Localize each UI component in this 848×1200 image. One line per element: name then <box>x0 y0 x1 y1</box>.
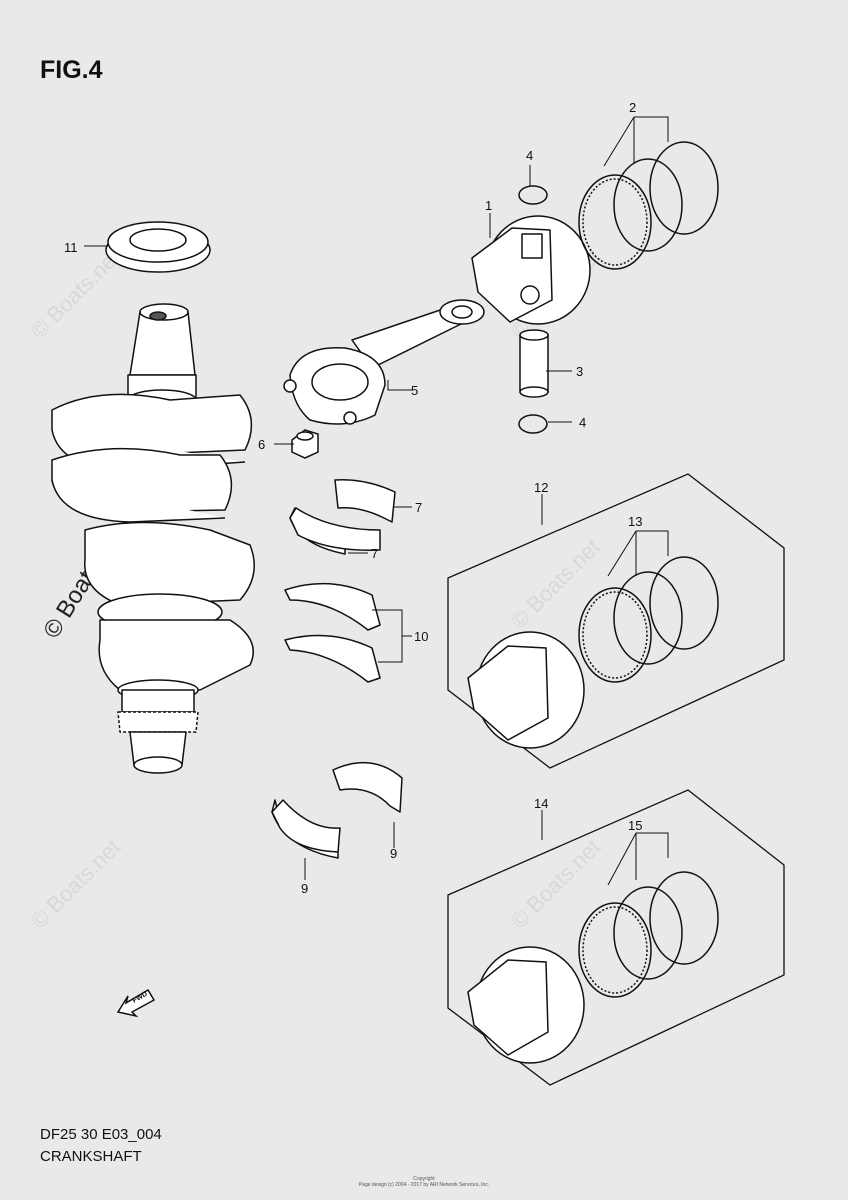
crank-bearing-part <box>289 479 396 555</box>
copyright-line: Page design (c) 2004 - 2017 by ARI Netwo… <box>358 1182 490 1188</box>
callout-7: 7 <box>371 546 378 561</box>
figure-title: FIG.4 <box>40 56 103 84</box>
callout-14: 14 <box>534 796 548 811</box>
piston-kit-box-oversize <box>447 789 785 1086</box>
callout-6: 6 <box>258 437 265 452</box>
diagram-name: CRANKSHAFT <box>40 1148 142 1165</box>
callout-1: 1 <box>485 198 492 213</box>
connecting-rod-part <box>283 299 485 425</box>
callout-4: 4 <box>526 148 533 163</box>
callout-9: 9 <box>390 846 397 861</box>
watermark-text: © Boats.net <box>506 834 605 933</box>
callout-12: 12 <box>534 480 548 495</box>
nut-part <box>291 429 319 459</box>
callout-9: 9 <box>301 881 308 896</box>
piston-part <box>471 215 591 325</box>
main-bearing-part <box>271 761 403 859</box>
callout-7: 7 <box>415 500 422 515</box>
callout-10: 10 <box>414 629 428 644</box>
watermark-text: © Boats.net <box>506 534 605 633</box>
callout-5: 5 <box>411 383 418 398</box>
piston-ring-set-part <box>578 141 719 270</box>
callout-13: 13 <box>628 514 642 529</box>
piston-pin-part <box>519 329 549 398</box>
oil-seal-part <box>105 221 211 273</box>
crankshaft <box>51 303 255 774</box>
callout-2: 2 <box>629 100 636 115</box>
copyright-line: Copyright <box>413 1176 435 1182</box>
circlip-part <box>518 185 548 434</box>
callout-3: 3 <box>576 364 583 379</box>
callout-11: 11 <box>64 240 78 255</box>
callout-15: 15 <box>628 818 642 833</box>
thrust-washer-part <box>284 582 381 683</box>
callout-labels: 11 2 4 1 3 4 5 6 7 7 10 12 13 9 9 14 15 <box>64 100 642 896</box>
leader-lines <box>84 116 669 886</box>
piston-kit-box <box>447 473 785 769</box>
watermark-text: © Boats.net <box>26 834 125 933</box>
callout-4: 4 <box>579 415 586 430</box>
forward-arrow-icon: FWD <box>116 988 156 1018</box>
diagram-code: DF25 30 E03_004 <box>40 1126 162 1143</box>
